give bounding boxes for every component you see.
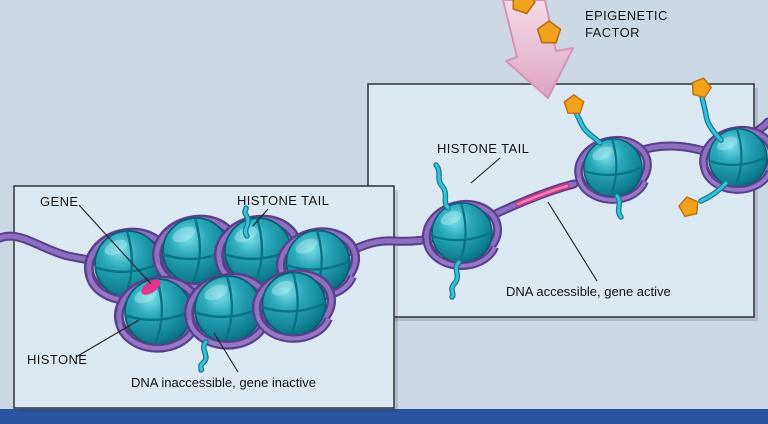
left-panel-caption: DNA inaccessible, gene inactive bbox=[131, 375, 316, 390]
histone-label: HISTONE bbox=[27, 352, 88, 367]
histone-tail-right-pointer-line bbox=[470, 157, 501, 184]
epigenetic-factor-label-line1: EPIGENETIC bbox=[585, 8, 668, 23]
histone-tail-left-pointer-line bbox=[252, 208, 269, 227]
pointer-lines bbox=[75, 157, 598, 373]
open-nucleosomes bbox=[420, 123, 768, 269]
histone-tails bbox=[197, 94, 729, 373]
right-caption-pointer-line bbox=[547, 201, 598, 282]
epigenetic-arrow bbox=[502, 0, 574, 99]
gene-label: GENE bbox=[40, 194, 79, 209]
right-panel-caption: DNA accessible, gene active bbox=[506, 284, 671, 299]
epigenetic-factor-label: EPIGENETIC FACTOR bbox=[585, 7, 668, 41]
epigenetic-factor-label-line2: FACTOR bbox=[585, 25, 640, 40]
histone-tail-label-right: HISTONE TAIL bbox=[437, 141, 530, 156]
inaccessible-gene-site bbox=[141, 279, 161, 295]
gene-pointer-line bbox=[78, 204, 152, 285]
histone-pointer-line bbox=[75, 319, 140, 358]
condensed-histone-cluster bbox=[82, 212, 362, 352]
histone-tail-label-left: HISTONE TAIL bbox=[237, 193, 330, 208]
bottom-blue-bar bbox=[0, 409, 768, 424]
left-caption-pointer-line bbox=[213, 332, 239, 373]
